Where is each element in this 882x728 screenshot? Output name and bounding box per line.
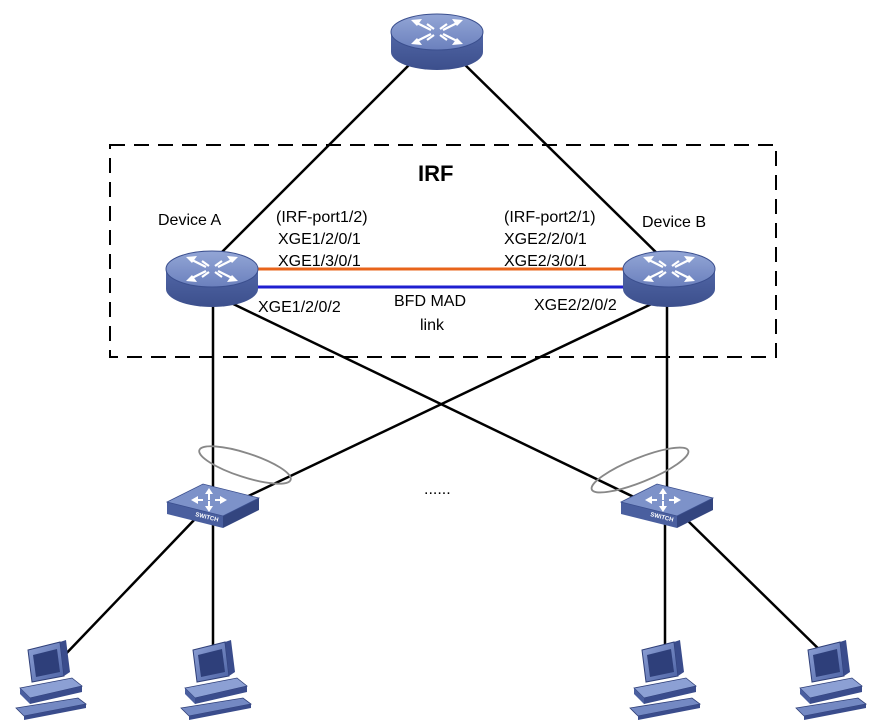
pc-icon-2 xyxy=(180,639,252,721)
bfd-mad-label-line1: BFD MAD xyxy=(394,293,466,310)
irf-title: IRF xyxy=(418,161,453,186)
aggregation-ellipse-left xyxy=(198,445,292,485)
device-b-irf-port: (IRF-port2/1) xyxy=(504,209,596,226)
device-b-name: Device B xyxy=(642,214,706,231)
device-a-xge2: XGE1/3/0/1 xyxy=(278,253,361,270)
downlink-a-right xyxy=(224,298,641,502)
device-a-name: Device A xyxy=(158,212,221,229)
ellipsis: ...... xyxy=(424,481,451,498)
host-links xyxy=(59,517,831,661)
pc-icon-3 xyxy=(629,639,701,721)
device-b-xge2: XGE2/3/0/1 xyxy=(504,253,587,270)
uplink-b xyxy=(455,55,671,267)
device-b-bfd-port: XGE2/2/0/2 xyxy=(534,297,617,314)
device-a-xge1: XGE1/2/0/1 xyxy=(278,231,361,248)
switch-left-label: SWITCH xyxy=(195,512,219,524)
host-link-4 xyxy=(684,517,831,661)
uplinks xyxy=(207,55,671,267)
device-b-icon xyxy=(621,249,717,309)
pc-icon-4 xyxy=(795,639,867,721)
switch-right-label: SWITCH xyxy=(650,512,674,524)
core-router-icon xyxy=(389,12,485,72)
irf-boundary xyxy=(109,144,777,358)
aggregation-ellipse-right xyxy=(590,446,690,494)
pc-icon-1 xyxy=(15,639,87,721)
uplink-a xyxy=(207,55,419,267)
device-a-irf-port: (IRF-port1/2) xyxy=(276,209,368,226)
downlinks xyxy=(211,298,669,502)
host-link-1 xyxy=(59,517,197,661)
bfd-mad-label-line2: link xyxy=(420,317,445,334)
device-a-bfd-port: XGE1/2/0/2 xyxy=(258,299,341,316)
device-b-xge1: XGE2/2/0/1 xyxy=(504,231,587,248)
device-a-icon xyxy=(164,249,260,309)
downlink-b-left xyxy=(239,298,661,502)
